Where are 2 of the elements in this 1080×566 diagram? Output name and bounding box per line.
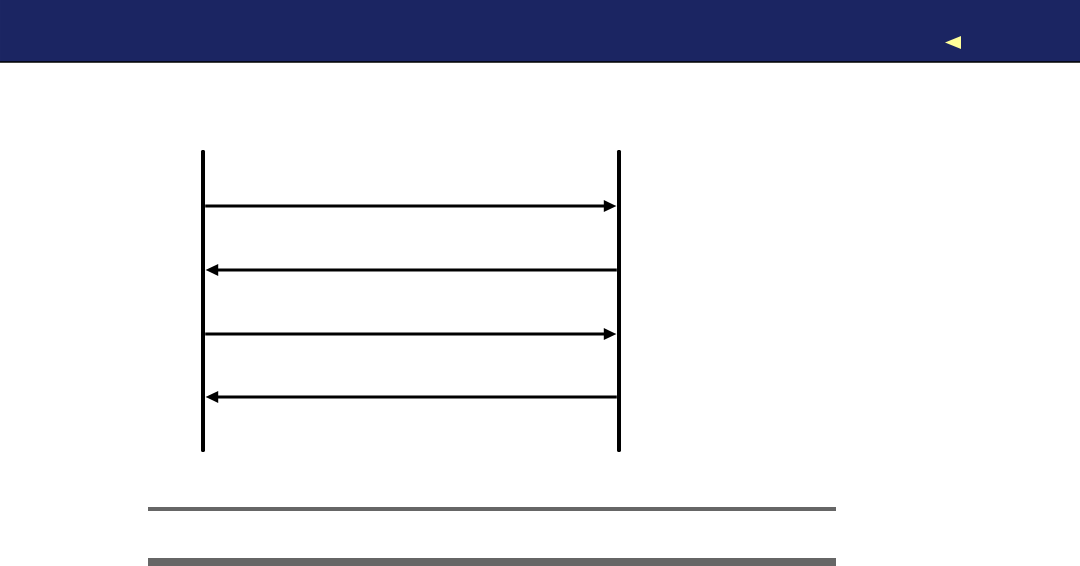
lifeline [617,150,621,452]
lifeline [201,150,205,452]
